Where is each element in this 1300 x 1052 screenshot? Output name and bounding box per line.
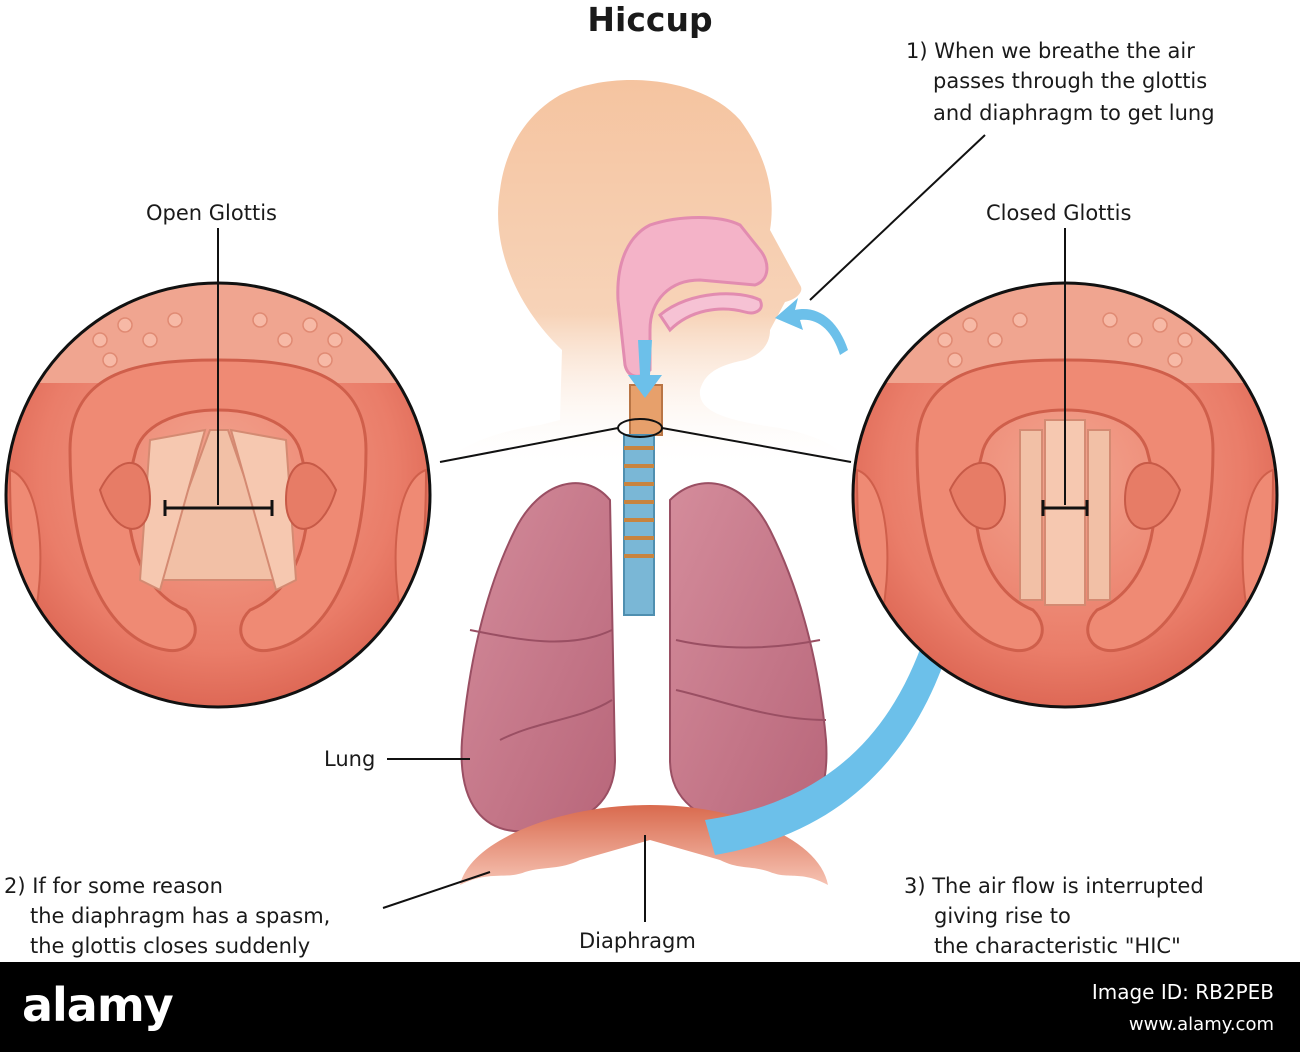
step-1-line: passes through the glottis (933, 69, 1208, 93)
step-2-line: the diaphragm has a spasm, (30, 904, 331, 928)
brand-logo: alamy (22, 978, 174, 1032)
open-glottis-circle (4, 228, 432, 709)
step-3-line: the characteristic "HIC" (934, 934, 1181, 958)
step-1-line: and diaphragm to get lung (933, 101, 1215, 125)
step-3-line: 3) The air flow is interrupted (904, 874, 1204, 898)
open-glottis-label: Open Glottis (146, 201, 277, 225)
page-title: Hiccup (587, 0, 713, 39)
step-3-line: giving rise to (934, 904, 1071, 928)
airway (616, 216, 769, 378)
diaphragm-label: Diaphragm (579, 929, 696, 953)
closed-glottis-circle (851, 228, 1279, 709)
step-1-line: 1) When we breathe the air (906, 39, 1195, 63)
lungs (460, 482, 828, 833)
site-url: www.alamy.com (1128, 1014, 1274, 1035)
image-id: Image ID: RB2PEB (1091, 980, 1274, 1004)
closed-glottis-label: Closed Glottis (986, 201, 1132, 225)
lung-label: Lung (324, 747, 376, 771)
step-2-line: the glottis closes suddenly (30, 934, 311, 958)
step-2-line: 2) If for some reason (4, 874, 223, 898)
hiccup-diagram (4, 80, 1279, 922)
stock-footer: alamy Image ID: RB2PEB www.alamy.com (0, 962, 1300, 1052)
leader-lines (382, 134, 986, 922)
